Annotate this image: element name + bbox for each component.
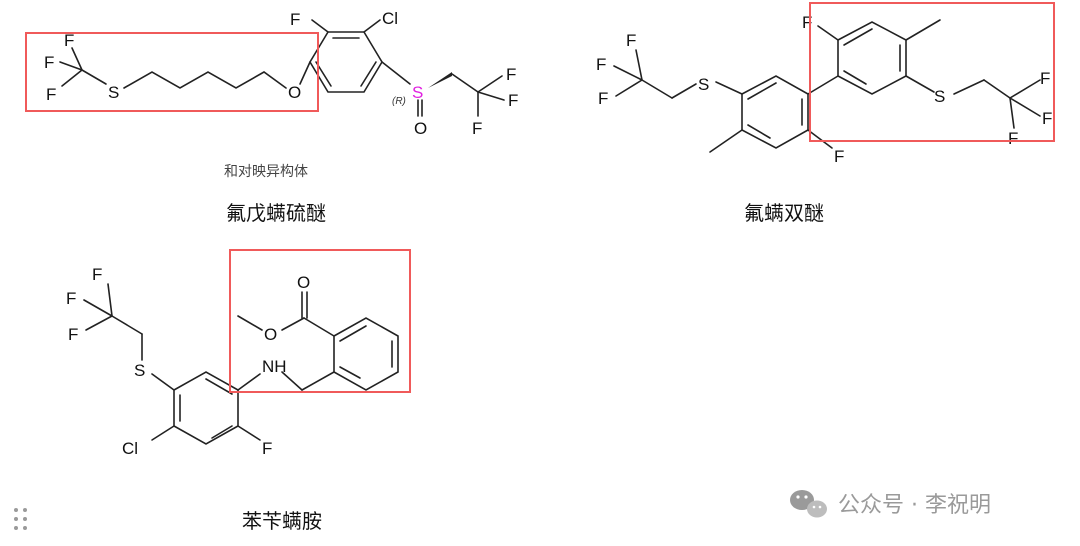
atom-o: O <box>264 325 277 344</box>
benzene-ring-1 <box>309 31 383 93</box>
watermark-text: 公众号 · 李祝明 <box>838 493 991 518</box>
atom-f: F <box>506 65 516 84</box>
atom-o: O <box>297 273 310 292</box>
atom-f: F <box>1042 109 1052 128</box>
highlight-box <box>229 249 411 393</box>
atom-f: F <box>834 147 844 166</box>
atom-f: F <box>598 89 608 108</box>
atom-cl: Cl <box>122 439 138 458</box>
atom-f: F <box>626 31 636 50</box>
benzene-ring-2b <box>837 21 907 95</box>
benzene-ring-3a <box>173 371 239 445</box>
atom-s: S <box>934 87 945 106</box>
compound-name: 氟戊螨硫醚 <box>226 201 326 225</box>
enantiomer-note: 和对映异构体 <box>224 164 308 180</box>
atom-f: F <box>1008 129 1018 148</box>
atom-f: F <box>44 53 54 72</box>
molecule-flupentiofenox-ether: F S F F F F S F F F 氟螨双醚 <box>596 2 1055 225</box>
atom-f: F <box>508 91 518 110</box>
highlight-box <box>809 2 1055 142</box>
atom-f: F <box>802 13 812 32</box>
atom-s: S <box>108 83 119 102</box>
atom-o: O <box>288 83 301 102</box>
atom-f: F <box>290 10 300 29</box>
atom-s: S <box>134 361 145 380</box>
atom-f: F <box>68 325 78 344</box>
molecule-benzylamine-acaricide: F F F S Cl F NH O O 苯苄螨胺 <box>66 249 411 533</box>
wedge-bond <box>428 72 452 88</box>
watermark: 公众号 · 李祝明 <box>790 490 991 518</box>
atom-f: F <box>1040 69 1050 88</box>
atom-f: F <box>46 85 56 104</box>
atom-o: O <box>414 119 427 138</box>
wechat-icon <box>790 490 827 518</box>
benzene-ring-2a <box>741 75 809 149</box>
atom-f: F <box>262 439 272 458</box>
atom-f: F <box>596 55 606 74</box>
compound-name: 苯苄螨胺 <box>242 509 322 533</box>
atom-f: F <box>66 289 76 308</box>
drag-handle-icon[interactable] <box>14 508 27 530</box>
molecule-fluopentiofenox: F Cl O S F F F S (R) O F F F 和对映异构体 氟戊螨硫… <box>25 9 518 225</box>
atom-s: S <box>698 75 709 94</box>
atom-nh: NH <box>262 357 287 376</box>
atom-f: F <box>64 31 74 50</box>
atom-f: F <box>92 265 102 284</box>
atom-f: F <box>472 119 482 138</box>
highlight-box <box>25 32 319 112</box>
benzene-ring-3b <box>333 317 399 391</box>
compound-name: 氟螨双醚 <box>744 201 824 225</box>
atom-cl: Cl <box>382 9 398 28</box>
atom-s-sulfoxide: S <box>412 83 423 102</box>
stereo-descriptor: (R) <box>392 96 406 107</box>
